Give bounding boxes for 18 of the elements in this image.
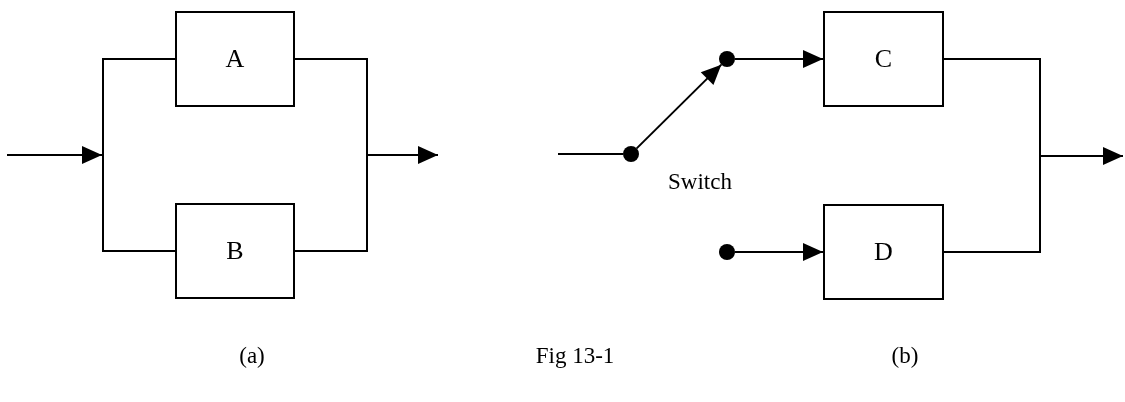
block-box (823, 204, 944, 300)
arrow (6, 146, 103, 164)
block-label: A (225, 46, 245, 72)
arrow (734, 50, 824, 68)
block-label: C (874, 46, 893, 72)
arrow (734, 243, 824, 261)
caption-label: (b) (890, 344, 920, 367)
arrow (1040, 147, 1124, 165)
arrow (635, 63, 723, 150)
caption-label: Fig 13-1 (534, 344, 616, 367)
block-box (823, 11, 944, 107)
block-label: B (226, 238, 244, 264)
switch-label: Switch (668, 170, 732, 193)
block-label: D (874, 239, 893, 265)
block-box (175, 11, 295, 107)
caption-label: (a) (238, 344, 266, 367)
block-box (175, 203, 295, 299)
arrow (367, 146, 439, 164)
